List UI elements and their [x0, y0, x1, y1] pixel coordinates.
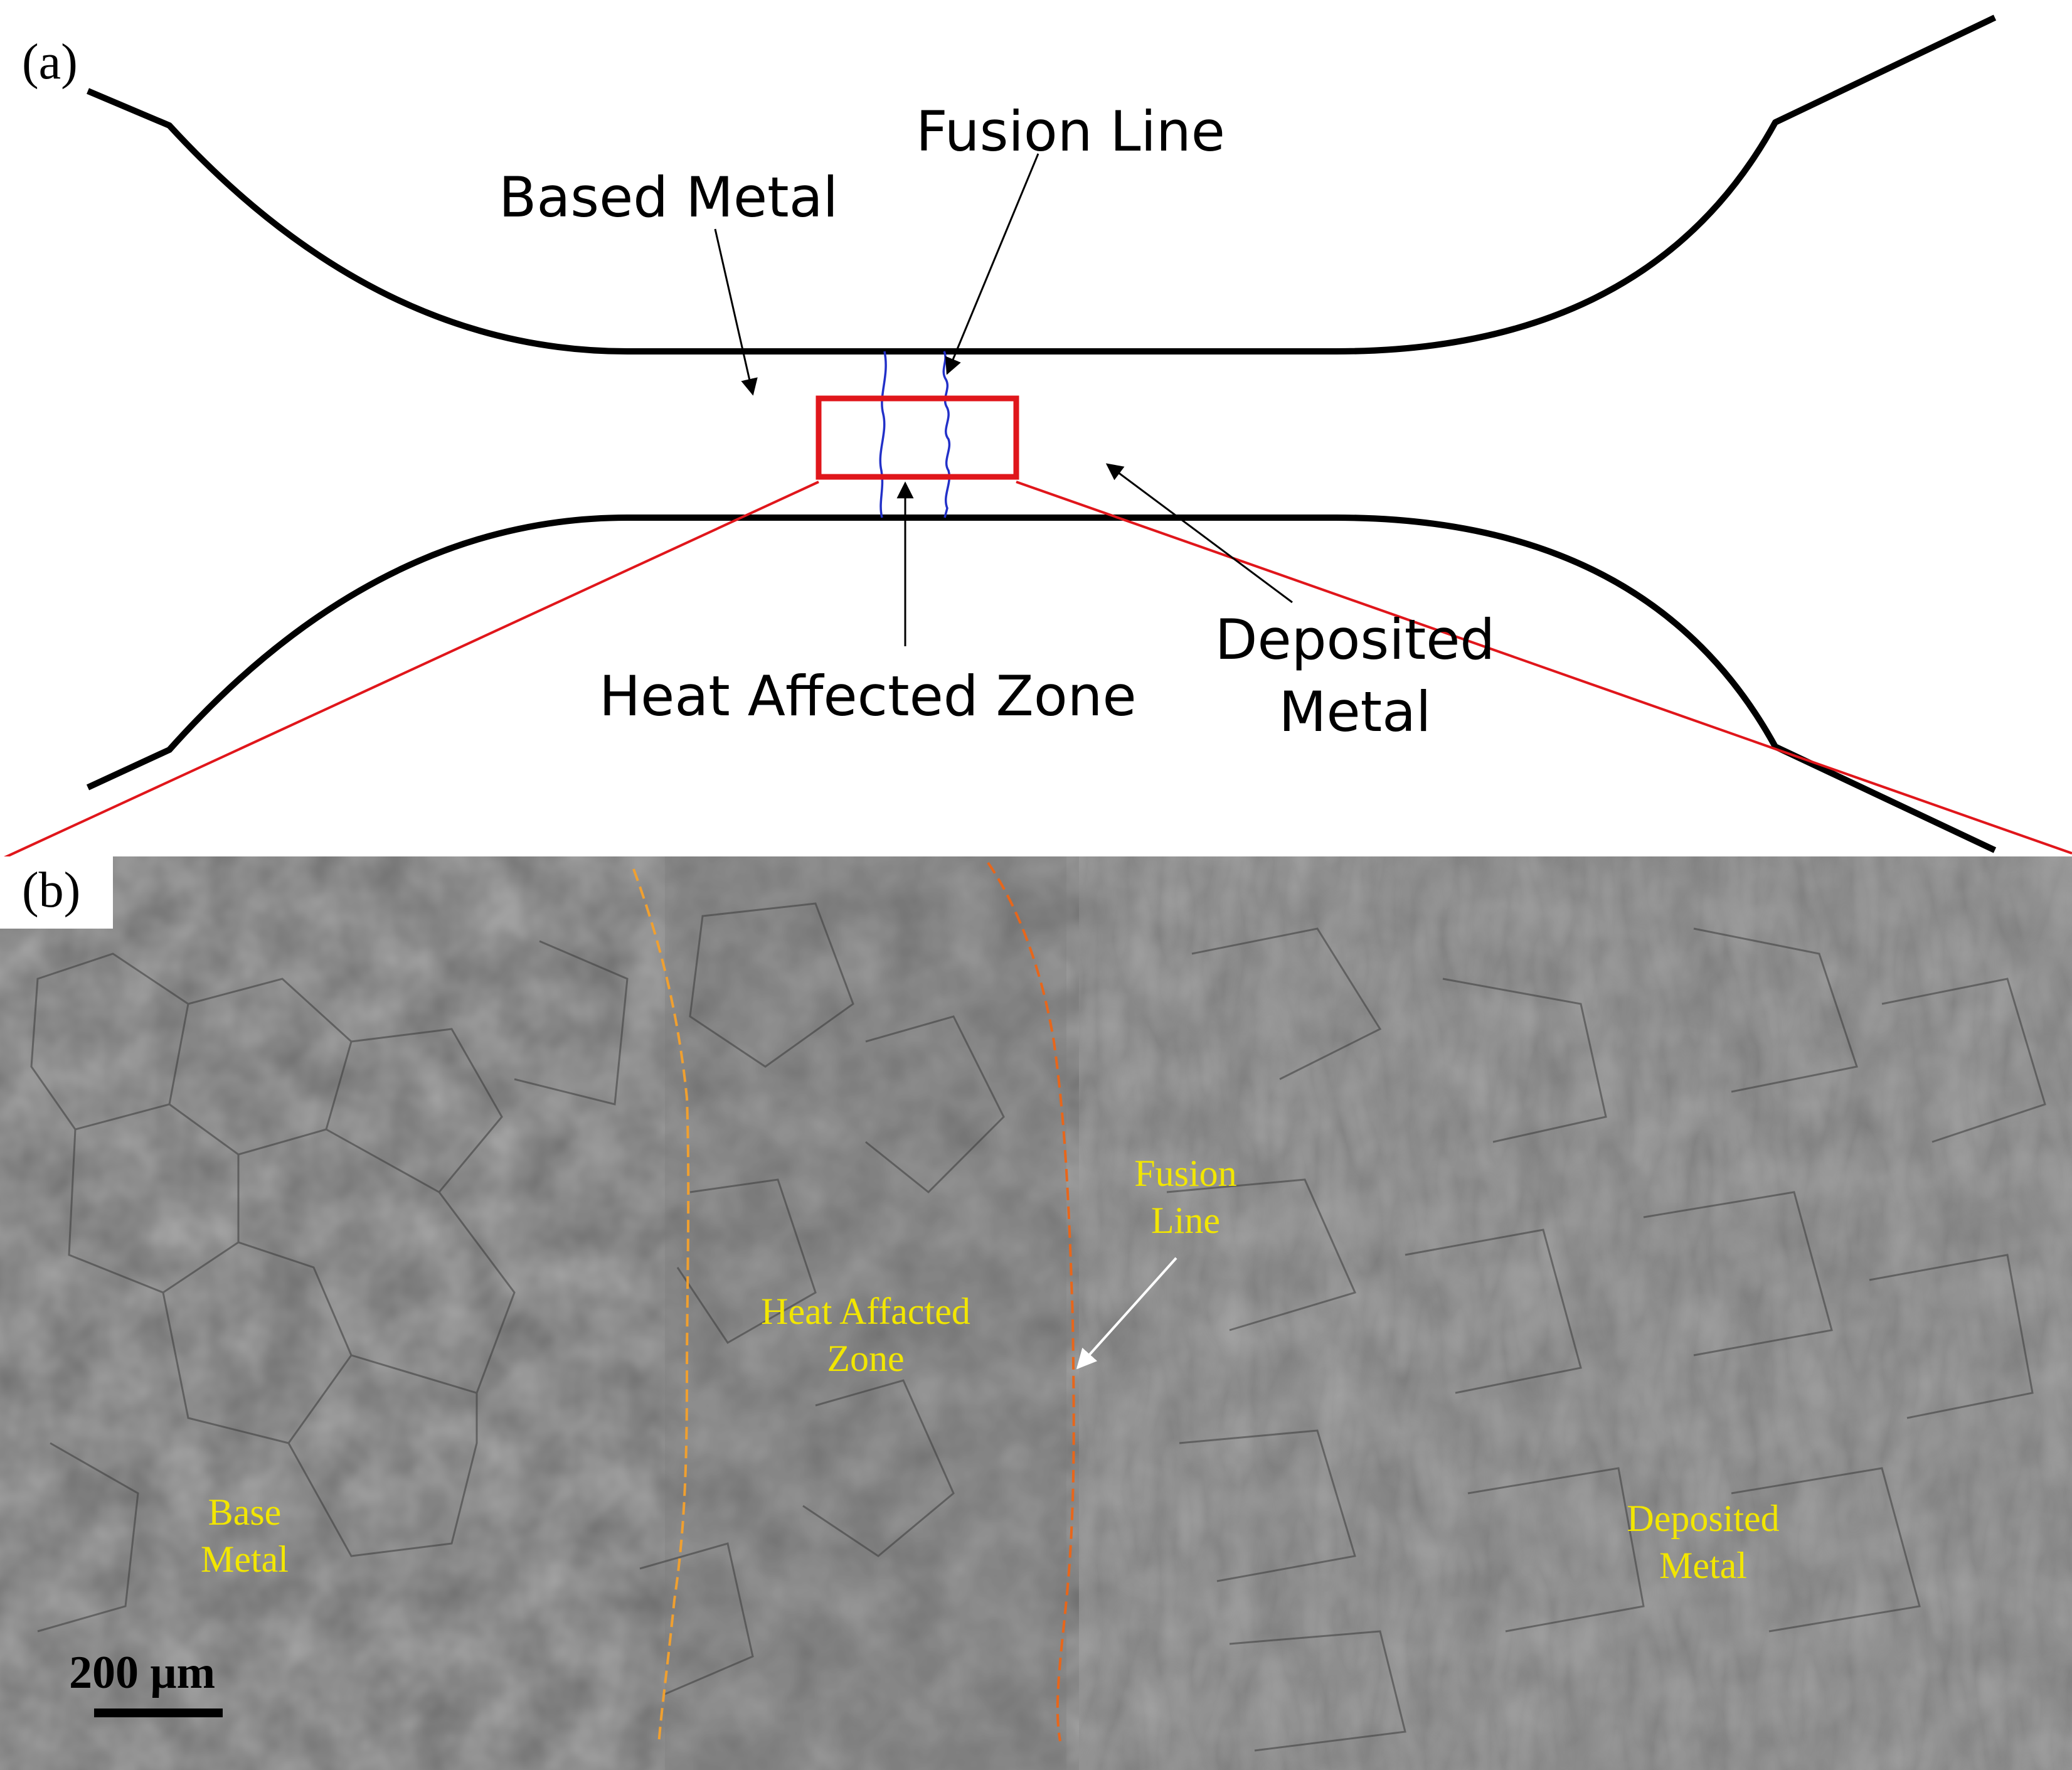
fusion-boundary-dashed	[987, 861, 1075, 1742]
scale-bar	[94, 1709, 223, 1717]
haz-region-shade	[665, 856, 1066, 1770]
label-deposited-metal-line2: Metal	[1279, 680, 1432, 744]
panel-b-tag: (b)	[22, 863, 80, 918]
specimen-lower-outline	[86, 514, 1997, 853]
grain-boundaries	[30, 902, 2046, 1752]
deposited-metal-arrow	[1105, 463, 1293, 604]
label-heat-affected-zone: Heat Affected Zone	[599, 664, 1137, 728]
label-deposited-line2: Metal	[1659, 1545, 1747, 1586]
specimen-upper-outline	[87, 14, 1997, 355]
label-deposited-line1: Deposited	[1627, 1498, 1779, 1539]
zoom-region-box	[816, 395, 1019, 480]
label-base-metal-line1: Base	[208, 1491, 282, 1533]
label-fusion-line2: Line	[1151, 1200, 1220, 1241]
label-haz-line1: Heat Affacted	[761, 1291, 970, 1332]
panel-a-tag: (a)	[22, 35, 78, 90]
panel-a: (a) Based Metal Fusion Line Heat Affecte…	[0, 14, 2072, 861]
zoom-line-right	[1016, 481, 2072, 855]
label-haz-line2: Zone	[827, 1338, 904, 1379]
deposited-region-texture	[1079, 856, 2072, 1770]
panel-b-tag-box	[0, 856, 113, 929]
zoom-line-left	[0, 481, 819, 861]
fusion-line-white-arrow	[1076, 1257, 1177, 1370]
label-fusion-line: Fusion Line	[916, 99, 1225, 164]
label-base-metal-line2: Metal	[201, 1538, 289, 1580]
label-deposited-metal-line1: Deposited	[1215, 607, 1495, 672]
label-based-metal: Based Metal	[499, 165, 838, 230]
panel-b: (b) Base Metal Heat Affacted Zone Fusion…	[0, 856, 2072, 1770]
fusion-line-arrow	[945, 153, 1039, 375]
fusion-line-curve	[942, 351, 951, 518]
label-fusion-line1: Fusion	[1134, 1153, 1236, 1194]
scale-bar-label: 200 μm	[69, 1647, 215, 1698]
haz-boundary-curve	[879, 351, 887, 518]
based-metal-arrow	[714, 228, 758, 396]
